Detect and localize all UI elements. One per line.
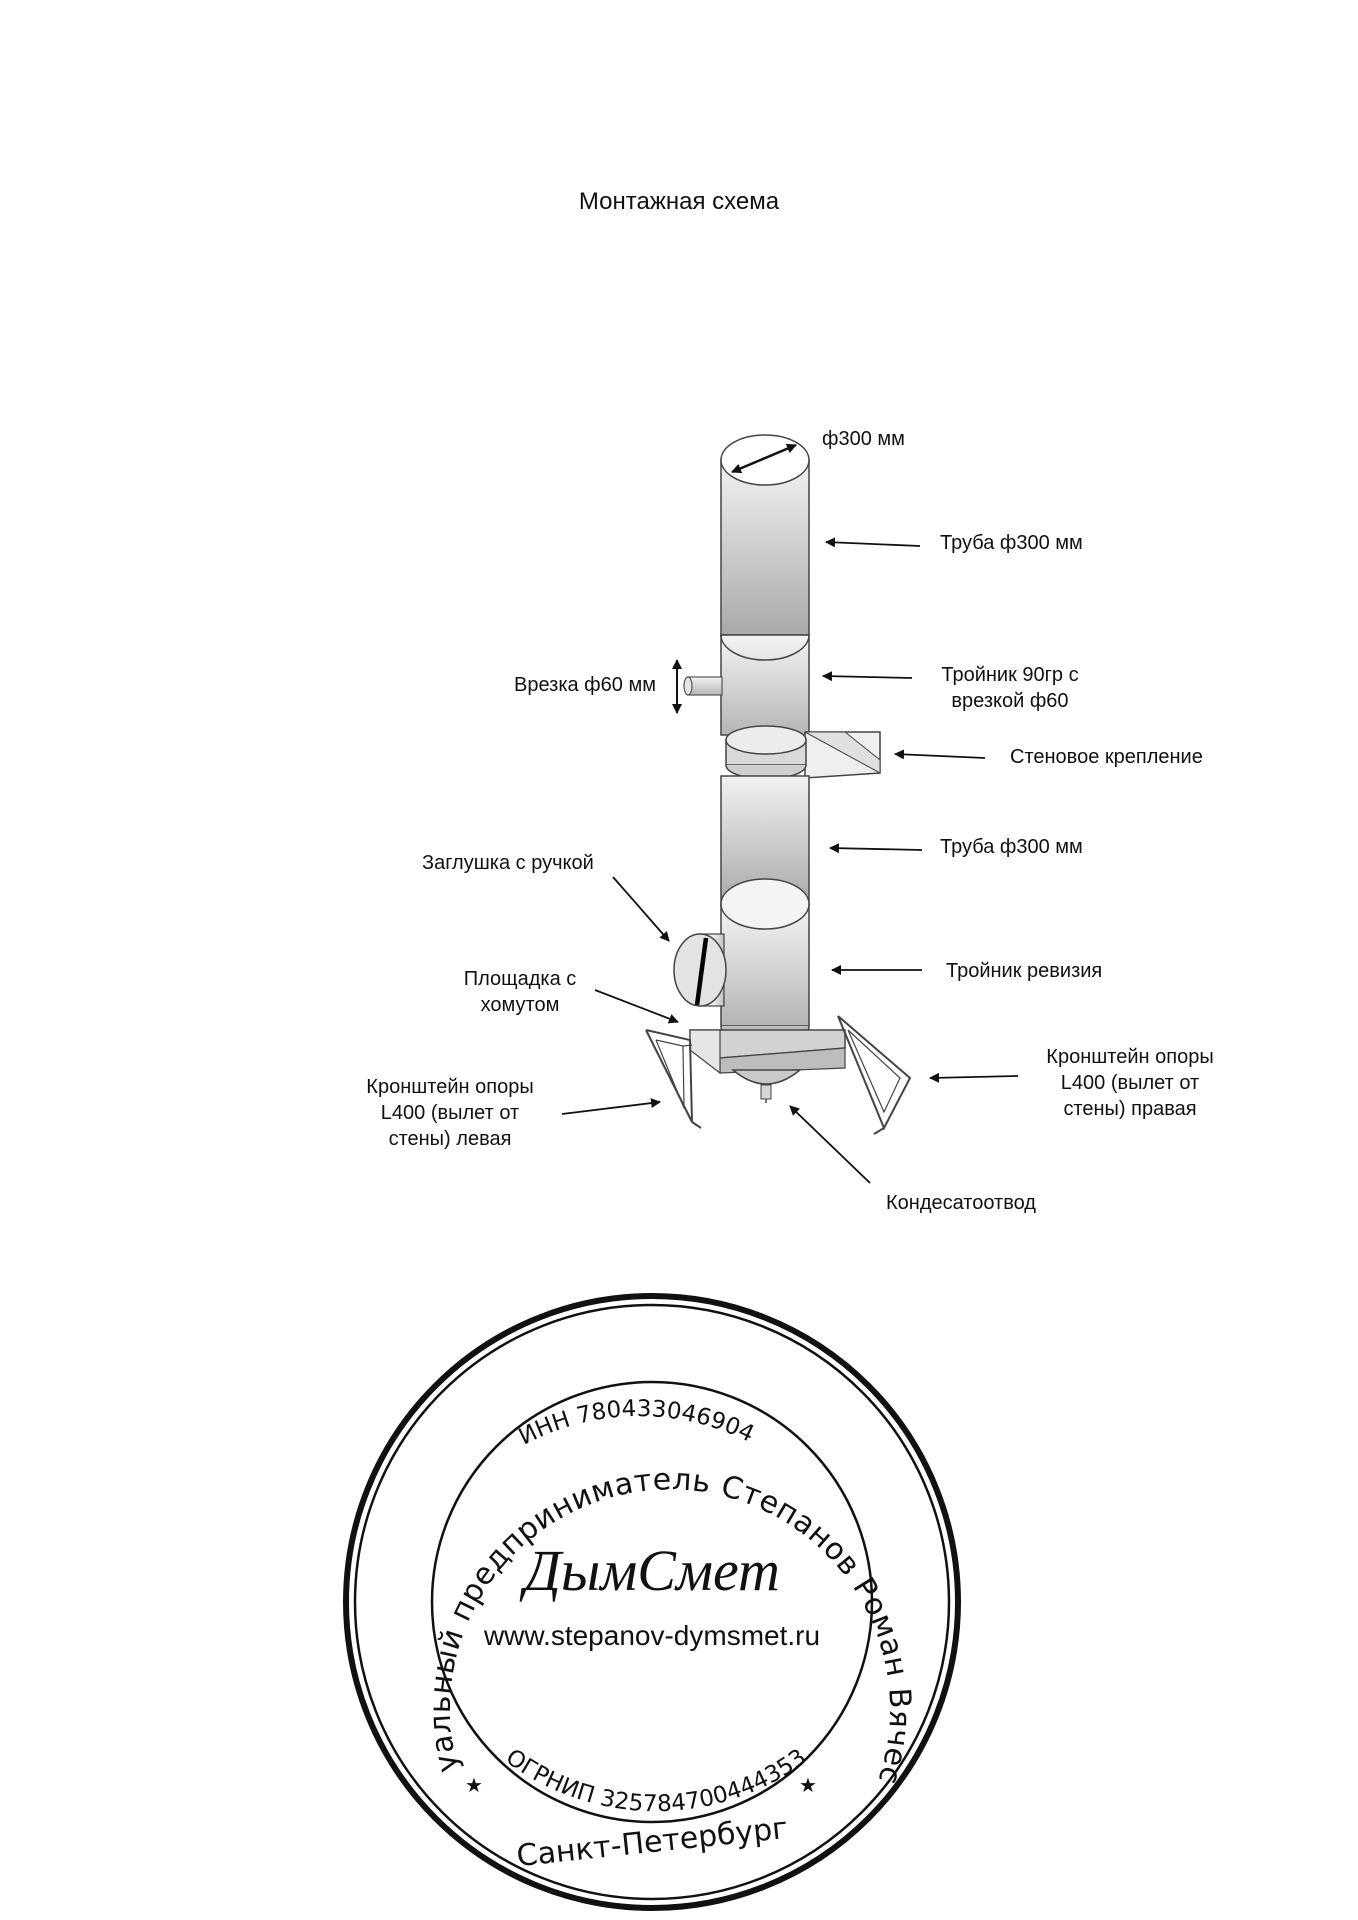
label-tee-revision: Тройник ревизия [946, 960, 1103, 982]
bracket-right-shape [837, 1015, 912, 1135]
stamp-website: www.stepanov-dymsmet.ru [483, 1620, 820, 1651]
label-bracket-right: Кронштейн опоры L400 (вылет от стены) пр… [1046, 1046, 1214, 1120]
stamp-outer-text: Индивидуальный предприниматель Степанов … [0, 0, 917, 1789]
arrow-bracket-left [561, 1098, 661, 1115]
plug-with-handle [673, 933, 727, 1007]
label-platform: Площадка с хомутом [463, 968, 577, 1016]
label-branch: Врезка ф60 мм [514, 674, 656, 696]
arrow-pipe-top [825, 537, 921, 548]
arrow-plug [612, 876, 670, 942]
arrow-bracket-right [929, 1072, 1019, 1083]
arrow-platform [594, 989, 679, 1024]
arrow-pipe-mid [829, 843, 923, 854]
label-diameter: ф300 мм [822, 428, 905, 450]
condensate-drain [730, 1069, 803, 1103]
bracket-left-shape [645, 1029, 702, 1129]
tee-90-section [683, 634, 810, 736]
stamp-star-left: ★ [465, 1773, 483, 1797]
label-pipe-mid: Труба ф300 мм [940, 836, 1083, 858]
label-tee-90: Тройник 90гр с врезкой ф60 [941, 664, 1079, 712]
label-condensate: Кондесатоотвод [886, 1192, 1036, 1214]
arrow-tee-90 [822, 671, 913, 682]
stamp-ogrnip: ОГРНИП 325784700444353 [501, 1744, 811, 1817]
label-plug: Заглушка с ручкой [422, 852, 594, 874]
page-title: Монтажная схема [578, 188, 780, 215]
label-pipe-top: Труба ф300 мм [940, 532, 1083, 554]
stamp-star-right: ★ [799, 1773, 817, 1797]
label-bracket-left: Кронштейн опоры L400 (вылет от стены) ле… [366, 1076, 534, 1150]
tee-revision-section [720, 878, 810, 1049]
arrow-condensate [789, 1105, 871, 1184]
stamp-inn: ИНН 780433046904 [515, 1396, 758, 1451]
stamp-city: Санкт-Петербург [515, 1811, 790, 1874]
arrow-wall-mount [894, 749, 986, 760]
stamp-brand: ДымСмет [519, 1538, 780, 1603]
diameter-arrow [731, 443, 797, 474]
label-arrows [561, 537, 1019, 1184]
label-wall-mount: Стеновое крепление [1010, 746, 1203, 768]
